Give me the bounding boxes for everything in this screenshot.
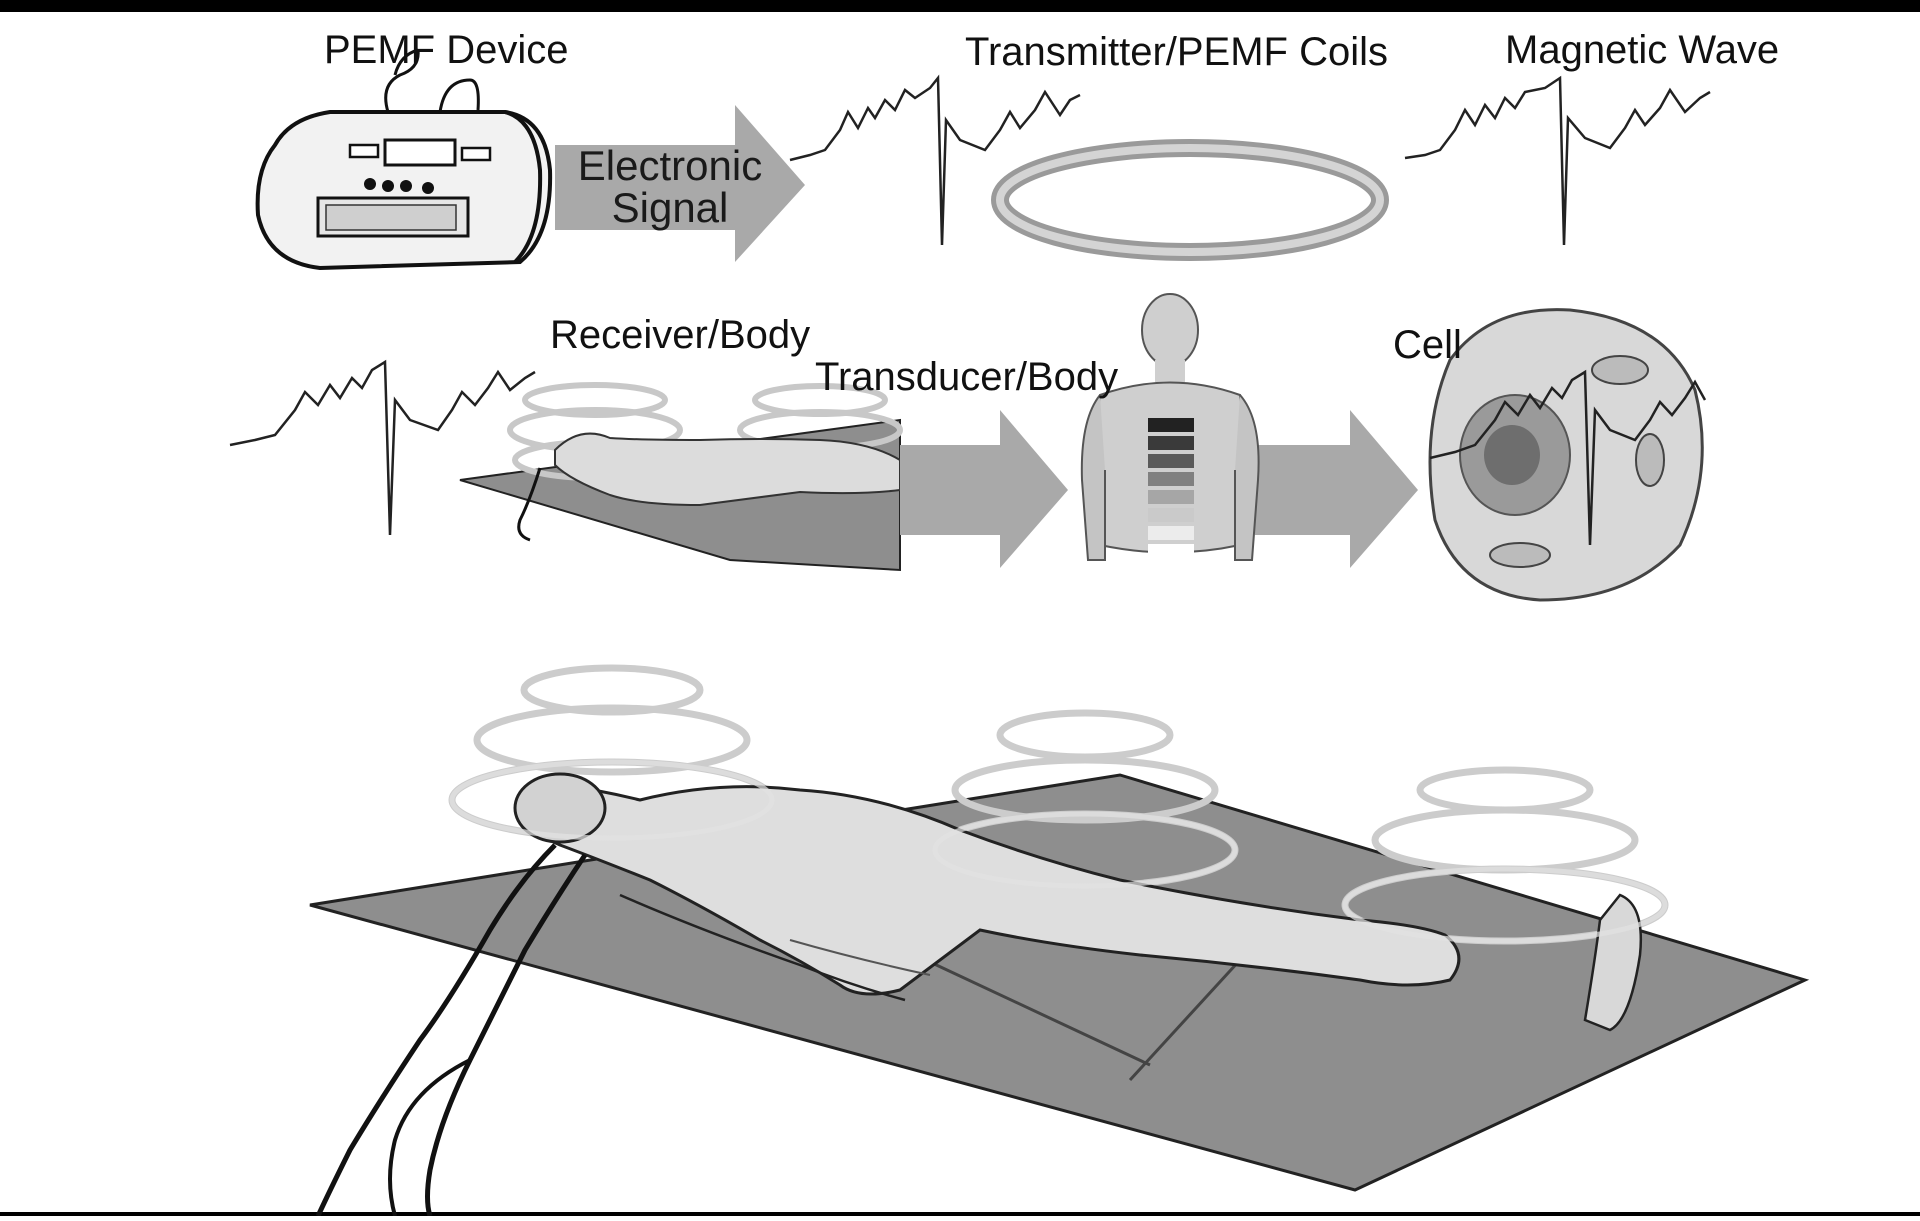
electronic-signal-line1: Electronic — [577, 142, 763, 189]
label-pemf-device: PEMF Device — [324, 28, 569, 72]
transmitter-coil-icon — [991, 139, 1389, 261]
label-transducer-body: Transducer/Body — [815, 355, 1119, 399]
electronic-signal-line2: Signal — [611, 184, 729, 231]
top-border — [0, 0, 1920, 12]
bottom-border — [0, 1212, 1920, 1216]
human-torso-icon — [1080, 293, 1260, 561]
electronic-signal-arrow — [555, 105, 805, 262]
waveform-signal — [789, 74, 1081, 246]
mat-with-person — [309, 664, 1810, 1218]
label-receiver-body: Receiver/Body — [550, 313, 811, 357]
transducer-to-cell-arrow — [1255, 410, 1418, 568]
receiver-to-transducer-arrow — [900, 410, 1068, 568]
small-mat-scene — [459, 382, 903, 572]
receiver-waveform — [229, 359, 536, 536]
label-cell: Cell — [1393, 323, 1462, 367]
cell-icon — [1428, 308, 1707, 602]
magnetic-wave-waveform — [1404, 75, 1711, 246]
electronic-signal-label: Electronic Signal — [555, 145, 785, 229]
label-magnetic-wave: Magnetic Wave — [1505, 28, 1780, 72]
pemf-device-icon — [255, 48, 553, 271]
label-transmitter-coils: Transmitter/PEMF Coils — [965, 30, 1389, 74]
